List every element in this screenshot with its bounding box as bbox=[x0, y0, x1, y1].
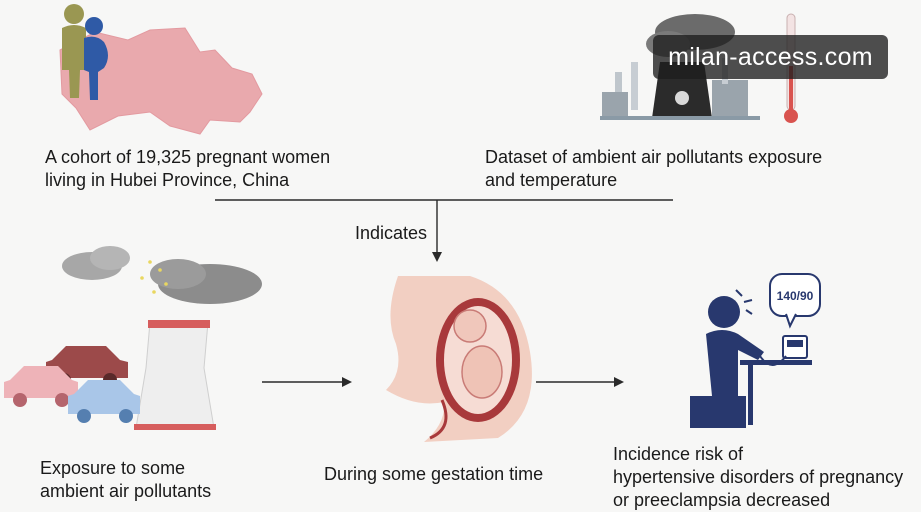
outcome-line-3: or preeclampsia decreased bbox=[613, 490, 831, 510]
dataset-line-1: Dataset of ambient air pollutants exposu… bbox=[485, 147, 823, 167]
flow-arrow-1 bbox=[262, 377, 352, 387]
outcome-line-2: hypertensive disorders of pregnancy bbox=[613, 467, 904, 487]
outcome-label: Incidence risk of hypertensive disorders… bbox=[613, 443, 903, 512]
cohort-label: A cohort of 19,325 pregnant women living… bbox=[45, 146, 330, 192]
exposure-label: Exposure to some ambient air pollutants bbox=[40, 457, 211, 503]
exposure-line-2: ambient air pollutants bbox=[40, 481, 212, 501]
flow-arrow-2 bbox=[536, 377, 624, 387]
bp-reading-text: 140/90 bbox=[777, 289, 814, 303]
pregnancy-fetus-icon bbox=[386, 276, 532, 442]
pollution-cars-icon bbox=[4, 246, 262, 430]
indicates-label: Indicates bbox=[355, 223, 428, 243]
dataset-line-2: and temperature bbox=[485, 170, 618, 190]
outcome-line-1: Incidence risk of bbox=[613, 444, 744, 464]
watermark-badge: milan-access.com bbox=[653, 35, 888, 79]
couple-icon bbox=[62, 4, 108, 100]
patient-bp-monitor-icon: 140/90 bbox=[690, 273, 821, 428]
exposure-line-1: Exposure to some bbox=[40, 458, 186, 478]
dataset-label: Dataset of ambient air pollutants exposu… bbox=[485, 146, 822, 192]
hubei-map-shape bbox=[59, 27, 263, 135]
merge-connector bbox=[215, 199, 673, 262]
gestation-label: During some gestation time bbox=[324, 464, 544, 484]
cohort-line-1: A cohort of 19,325 pregnant women bbox=[45, 147, 331, 167]
cohort-line-2: living in Hubei Province, China bbox=[45, 170, 290, 190]
